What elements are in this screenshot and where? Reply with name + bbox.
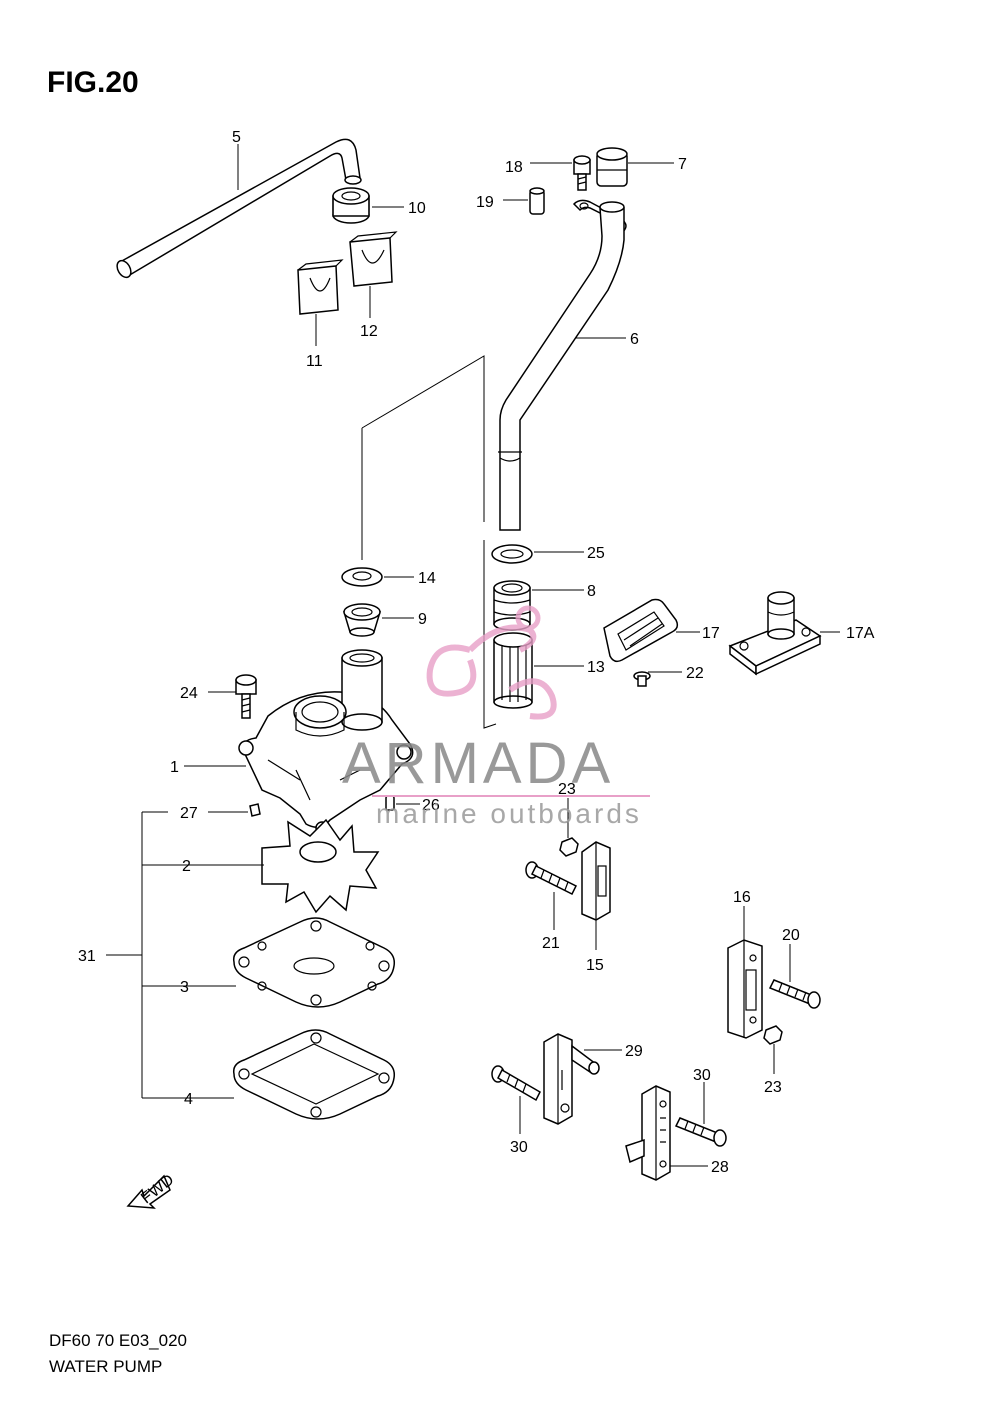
part-8-seal [493,580,531,631]
part-17-strainer [603,598,679,663]
callout-28: 28 [711,1159,729,1176]
callout-23-upper: 23 [558,781,576,798]
part-28-bracket [625,1085,671,1181]
callout-20: 20 [782,927,800,944]
part-20-screw [768,979,821,1009]
part-25-o-ring [491,544,533,564]
part-19-dowel [529,187,545,215]
callout-15: 15 [586,957,604,974]
part-2-impeller [261,818,380,914]
part-4-gasket [232,1029,396,1120]
part-23-nut-lower [763,1025,783,1045]
fwd-label: FWD [138,1171,177,1207]
part-17a-strainer-assy [728,591,822,676]
callout-22: 22 [686,665,704,682]
part-3-wear-plate [232,917,396,1008]
part-21-screw [525,861,578,896]
callout-30-left: 30 [510,1139,528,1156]
callout-3: 3 [180,979,189,996]
callout-16: 16 [733,889,751,906]
part-22-screw [633,671,651,687]
callout-5: 5 [232,129,241,146]
callout-17: 17 [702,625,720,642]
figure-code: DF60 70 E03_020 [49,1331,187,1350]
part-18-bolt [573,155,591,191]
callout-11: 11 [306,353,323,370]
callout-26: 26 [422,797,440,814]
fwd-arrow-icon: FWD [126,1171,177,1209]
callout-8: 8 [587,583,596,600]
callout-18: 18 [505,159,523,176]
part-23-nut-upper [559,837,579,857]
watermark-logo-icon [426,605,557,720]
figure-title: FIG.20 [47,66,139,99]
callout-4: 4 [184,1091,193,1108]
callout-1: 1 [170,759,179,776]
part-27-key [249,803,261,817]
part-10-grommet [332,187,370,224]
callout-29: 29 [625,1043,643,1060]
callout-24: 24 [180,685,198,702]
callout-12: 12 [360,323,378,340]
part-30-screw-right [674,1117,727,1147]
callout-17a: 17A [846,625,875,642]
part-9-seal [342,603,382,637]
callout-21: 21 [542,935,560,952]
part-16-bracket [727,939,763,1039]
part-7-cap [596,147,628,187]
assembly-leader-frame [361,355,497,729]
callout-6: 6 [630,331,639,348]
callout-30-right: 30 [693,1067,711,1084]
callout-2: 2 [182,858,191,875]
callout-25: 25 [587,545,605,562]
part-29-bracket [543,1033,600,1125]
part-14-washer [341,567,383,587]
part-24-bolt [235,674,257,719]
callout-31: 31 [78,948,96,965]
callout-14: 14 [418,570,436,587]
figure-name: WATER PUMP [49,1357,162,1376]
callout-9: 9 [418,611,427,628]
callout-7: 7 [678,156,687,173]
callout-10: 10 [408,200,426,217]
callout-13: 13 [587,659,605,676]
part-15-bracket [581,841,611,921]
watermark-tagline: marine outboards [376,798,642,829]
part-12-clamp [349,231,398,287]
leader-lines [106,144,840,1167]
part-11-clamp [297,259,344,315]
callout-27: 27 [180,805,198,822]
watermark-brand: ARMADA [342,731,614,796]
part-5-hose [116,138,362,279]
callout-19: 19 [476,194,494,211]
part-6-water-tube [498,199,627,531]
callout-23-lower: 23 [764,1079,782,1096]
part-30-screw-left [491,1065,541,1102]
